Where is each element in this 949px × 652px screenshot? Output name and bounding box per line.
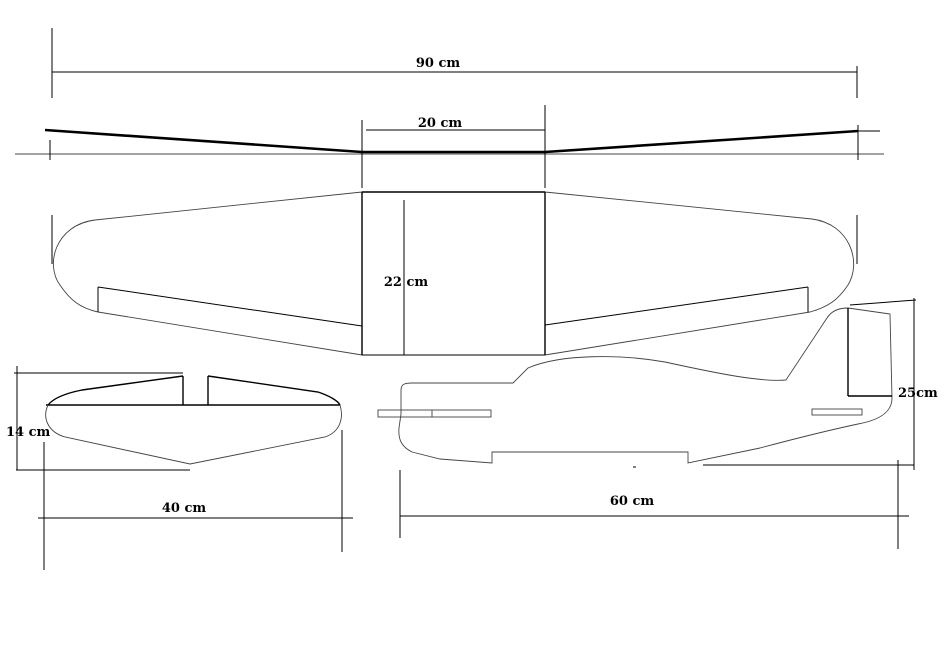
label-center-section-chord: 22 cm [384, 275, 429, 290]
label-stabilizer-chord: 14 cm [6, 425, 51, 440]
left-aileron-hinge [97, 286, 363, 327]
right-wing-panel-front [544, 129, 859, 154]
left-wing-outline [52, 191, 363, 356]
fin-top-extension [849, 299, 917, 306]
stab-trailing-outline [45, 404, 342, 465]
motor-stick [377, 409, 492, 418]
label-fuselage-length: 60 cm [610, 494, 655, 509]
label-stabilizer-span: 40 cm [162, 501, 207, 516]
label-center-section-width: 20 cm [418, 116, 463, 131]
right-wing-outline [544, 191, 855, 356]
stab-left-leading-edge [47, 375, 184, 406]
dimension-labels: 90 cm 20 cm 22 cm 14 cm 40 cm 60 cm 25cm [6, 56, 938, 516]
right-aileron-hinge [544, 286, 809, 326]
label-wingspan: 90 cm [416, 56, 461, 71]
tailplane-slot [811, 408, 863, 416]
stabilizer-top-view [14, 366, 353, 570]
stab-right-leading-edge [207, 375, 341, 406]
left-wing-panel-front [44, 128, 363, 154]
wing-front-view [15, 28, 884, 188]
fuselage-outline [398, 307, 893, 464]
label-fin-height: 25cm [898, 386, 938, 401]
fuselage-side-view [377, 298, 917, 549]
wing-top-view [51, 191, 858, 356]
